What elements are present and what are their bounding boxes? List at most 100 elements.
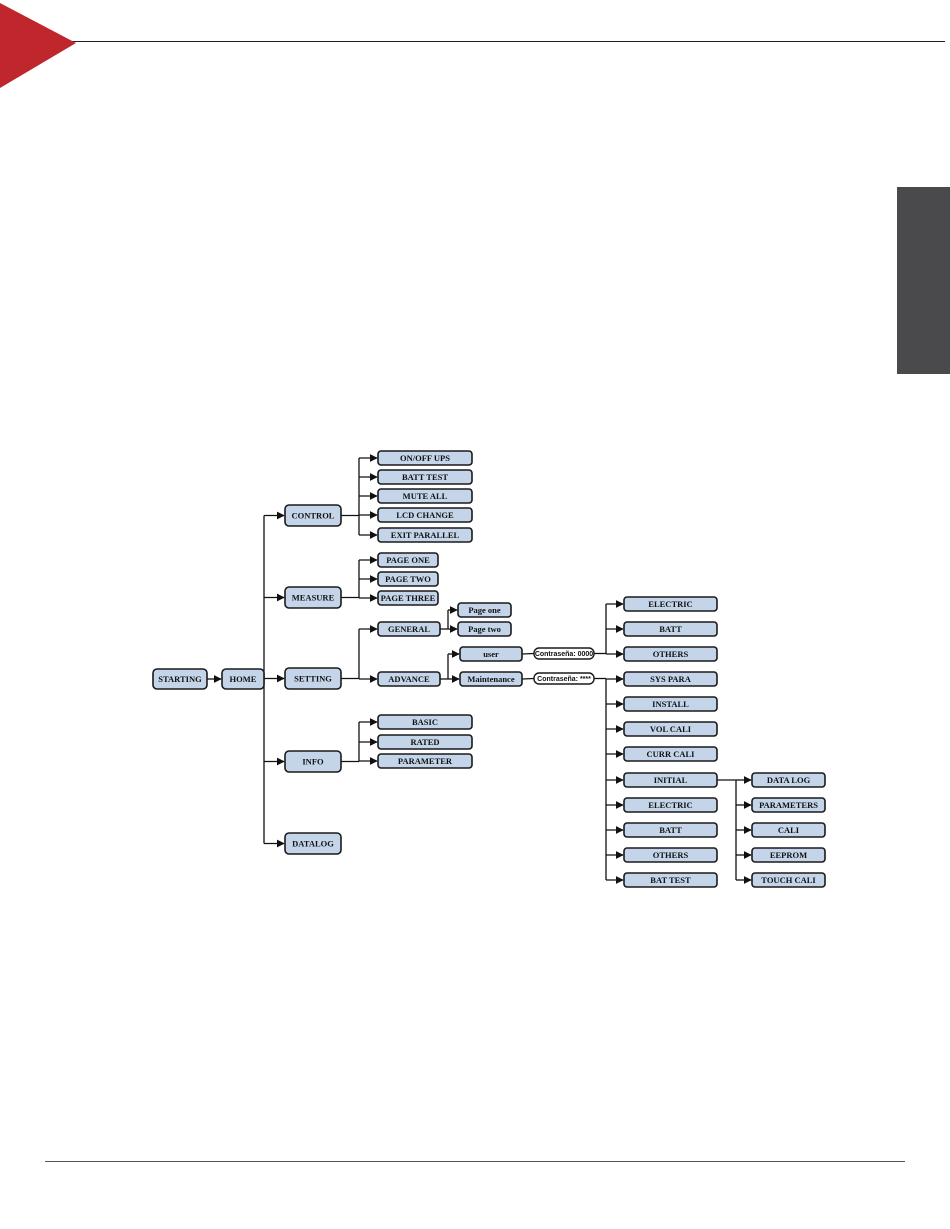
node-box <box>284 750 342 773</box>
node-box <box>623 596 718 612</box>
node-label: EXIT PARALLEL <box>391 530 460 540</box>
node-box <box>623 646 718 662</box>
node-box <box>623 746 718 762</box>
node-label: Page two <box>468 624 501 634</box>
node-exit-parallel: EXIT PARALLEL <box>377 527 473 543</box>
node-label: INFO <box>302 757 324 767</box>
node-label: STARTING <box>158 674 202 684</box>
node-box <box>751 847 826 863</box>
node-advance: ADVANCE <box>377 671 441 687</box>
node-box <box>221 668 265 690</box>
node-box <box>459 646 523 662</box>
password-text: Contraseña: 0000 <box>535 651 593 658</box>
node-label: VOL CALI <box>650 724 692 734</box>
node-label: MUTE ALL <box>403 491 448 501</box>
node-box <box>457 602 512 618</box>
node-maint-others: OTHERS <box>623 847 718 863</box>
node-label: ELECTRIC <box>648 800 692 810</box>
node-label: BATT TEST <box>402 472 448 482</box>
node-install: INSTALL <box>623 696 718 712</box>
header-rule <box>40 41 945 42</box>
connector-maint-to-pw <box>521 677 535 680</box>
node-vol-cali: VOL CALI <box>623 721 718 737</box>
node-batt-test: BATT TEST <box>377 469 473 485</box>
node-starting: STARTING <box>152 668 208 690</box>
node-box <box>623 721 718 737</box>
connector-user-to-pw <box>521 652 535 655</box>
node-onoff-ups: ON/OFF UPS <box>377 450 473 466</box>
node-box <box>623 822 718 838</box>
node-page-one: PAGE ONE <box>377 552 439 568</box>
node-label: PAGE TWO <box>385 574 431 584</box>
node-label: SYS PARA <box>650 674 692 684</box>
node-gen-page-one: Page one <box>457 602 512 618</box>
node-data-log: DATA LOG <box>751 772 826 788</box>
node-box <box>284 667 342 690</box>
node-label: CALI <box>778 825 800 835</box>
node-maint-batt: BATT <box>623 822 718 838</box>
node-box <box>623 772 718 788</box>
node-sys-para: SYS PARA <box>623 671 718 687</box>
node-box <box>459 671 523 687</box>
node-box <box>284 832 342 855</box>
node-label: TOUCH CALI <box>761 875 816 885</box>
node-label: HOME <box>230 674 257 684</box>
node-label: PAGE THREE <box>381 593 436 603</box>
node-lcd-change: LCD CHANGE <box>377 507 473 523</box>
node-label: ADVANCE <box>388 674 430 684</box>
node-box <box>377 753 473 769</box>
node-label: OTHERS <box>653 850 689 860</box>
node-label: BAT TEST <box>650 875 691 885</box>
node-box <box>377 734 473 750</box>
node-page-three: PAGE THREE <box>377 590 439 606</box>
node-box <box>377 469 473 485</box>
node-box <box>152 668 208 690</box>
node-label: CURR CALI <box>647 749 696 759</box>
node-parameters: PARAMETERS <box>751 797 826 813</box>
node-box <box>751 797 826 813</box>
corner-triangle-marker <box>0 3 76 88</box>
node-initial: INITIAL <box>623 772 718 788</box>
node-label: PARAMETER <box>398 756 453 766</box>
node-box <box>623 872 718 888</box>
node-box <box>377 552 439 568</box>
node-box <box>377 714 473 730</box>
node-maint-electric: ELECTRIC <box>623 797 718 813</box>
node-home: HOME <box>221 668 265 690</box>
node-label: PAGE ONE <box>386 555 430 565</box>
node-label: OTHERS <box>653 649 689 659</box>
node-box <box>284 586 342 609</box>
node-basic: BASIC <box>377 714 473 730</box>
node-box <box>377 507 473 523</box>
node-box <box>377 450 473 466</box>
node-label: ON/OFF UPS <box>400 453 450 463</box>
password-text: Contraseña: **** <box>537 676 591 683</box>
side-tab <box>897 187 950 374</box>
footer-rule <box>45 1161 905 1162</box>
password-pill <box>533 647 595 660</box>
node-label: GENERAL <box>388 624 430 634</box>
node-label: BATT <box>659 825 682 835</box>
password-pill <box>533 672 595 685</box>
node-label: user <box>483 649 499 659</box>
node-info: INFO <box>284 750 342 773</box>
node-label: CONTROL <box>292 511 335 521</box>
node-box <box>623 696 718 712</box>
node-box <box>377 527 473 543</box>
node-label: PARAMETERS <box>759 800 818 810</box>
node-label: LCD CHANGE <box>396 510 454 520</box>
node-user-batt: BATT <box>623 621 718 637</box>
node-label: Maintenance <box>467 674 514 684</box>
node-curr-cali: CURR CALI <box>623 746 718 762</box>
node-box <box>751 772 826 788</box>
node-setting: SETTING <box>284 667 342 690</box>
node-page-two: PAGE TWO <box>377 571 439 587</box>
password-label-pw-maint: Contraseña: **** <box>533 672 595 685</box>
node-parameter: PARAMETER <box>377 753 473 769</box>
node-box <box>623 797 718 813</box>
password-label-pw-user: Contraseña: 0000 <box>533 647 595 660</box>
node-label: DATALOG <box>292 839 334 849</box>
node-box <box>623 847 718 863</box>
